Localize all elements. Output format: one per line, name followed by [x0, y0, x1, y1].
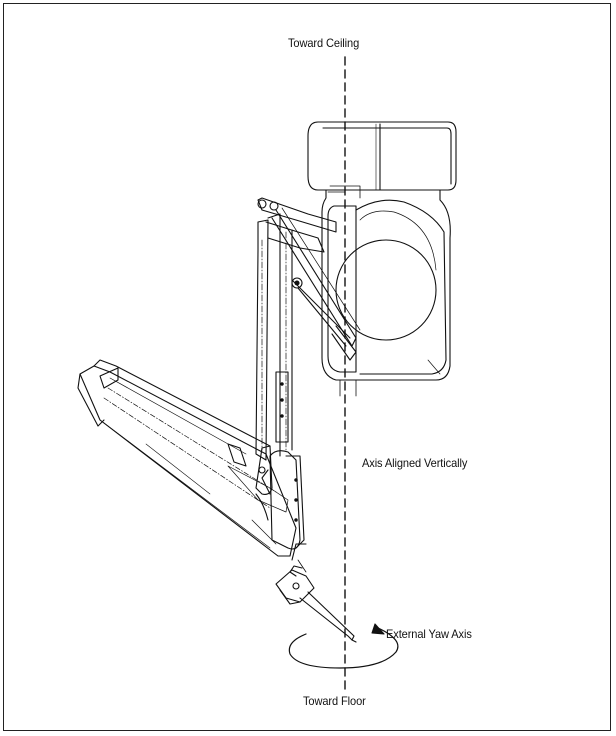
figure-frame: [3, 3, 611, 731]
lower-joint: [255, 445, 307, 561]
upper-linkage: [257, 197, 361, 361]
top-housing: [307, 121, 457, 191]
toward-ceiling-label: Toward Ceiling: [288, 36, 360, 50]
vertical-arm: [255, 213, 293, 461]
toward-floor-label: Toward Floor: [303, 694, 366, 708]
end-effector: [275, 559, 357, 643]
external-yaw-axis-label: External Yaw Axis: [386, 627, 472, 641]
axis-aligned-label: Axis Aligned Vertically: [362, 456, 468, 470]
main-body: [321, 185, 451, 397]
yaw-rotation-arrow: [288, 623, 399, 669]
slanted-arm: [77, 359, 297, 557]
